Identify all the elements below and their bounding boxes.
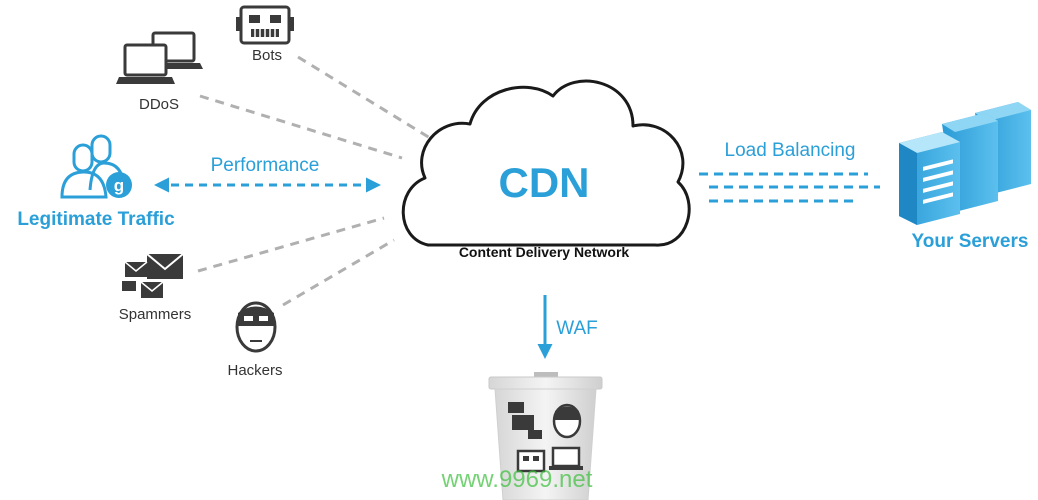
legitimate-traffic-label: Legitimate Traffic (17, 209, 175, 230)
performance-label: Performance (211, 155, 320, 176)
robot-icon (236, 5, 294, 45)
cdn-subtitle: Content Delivery Network (459, 244, 630, 260)
hackers-connector (282, 238, 395, 307)
trash-bin-icon (488, 372, 603, 500)
trashed-robot (516, 449, 546, 473)
cdn-cloud-shape (401, 79, 691, 247)
hackers-label: Hackers (227, 362, 282, 379)
cdn-title: CDN (499, 159, 590, 206)
bots-label: Bots (252, 47, 282, 64)
servers-icon (899, 102, 1031, 225)
envelopes-icon (122, 253, 184, 298)
trashed-envelopes (508, 402, 542, 439)
threat-connectors (197, 55, 431, 307)
waf-label: WAF (556, 318, 598, 339)
spammers-label: Spammers (119, 306, 192, 323)
ddos-label: DDoS (139, 96, 179, 113)
bots-connector (297, 55, 431, 140)
watermark-text: www.9969.net (441, 466, 593, 493)
google-g-icon: g (114, 176, 124, 195)
ddos-connector (199, 94, 403, 160)
your-servers-label: Your Servers (912, 231, 1029, 252)
trashed-hacker (552, 403, 582, 439)
users-icon: g (60, 134, 132, 199)
load-balancing-label: Load Balancing (725, 140, 856, 161)
load-balancing-lines (699, 172, 880, 203)
trashed-laptop (549, 446, 583, 470)
masked-hacker-icon (235, 301, 277, 353)
laptops-icon (116, 31, 203, 84)
spammers-connector (197, 216, 385, 273)
